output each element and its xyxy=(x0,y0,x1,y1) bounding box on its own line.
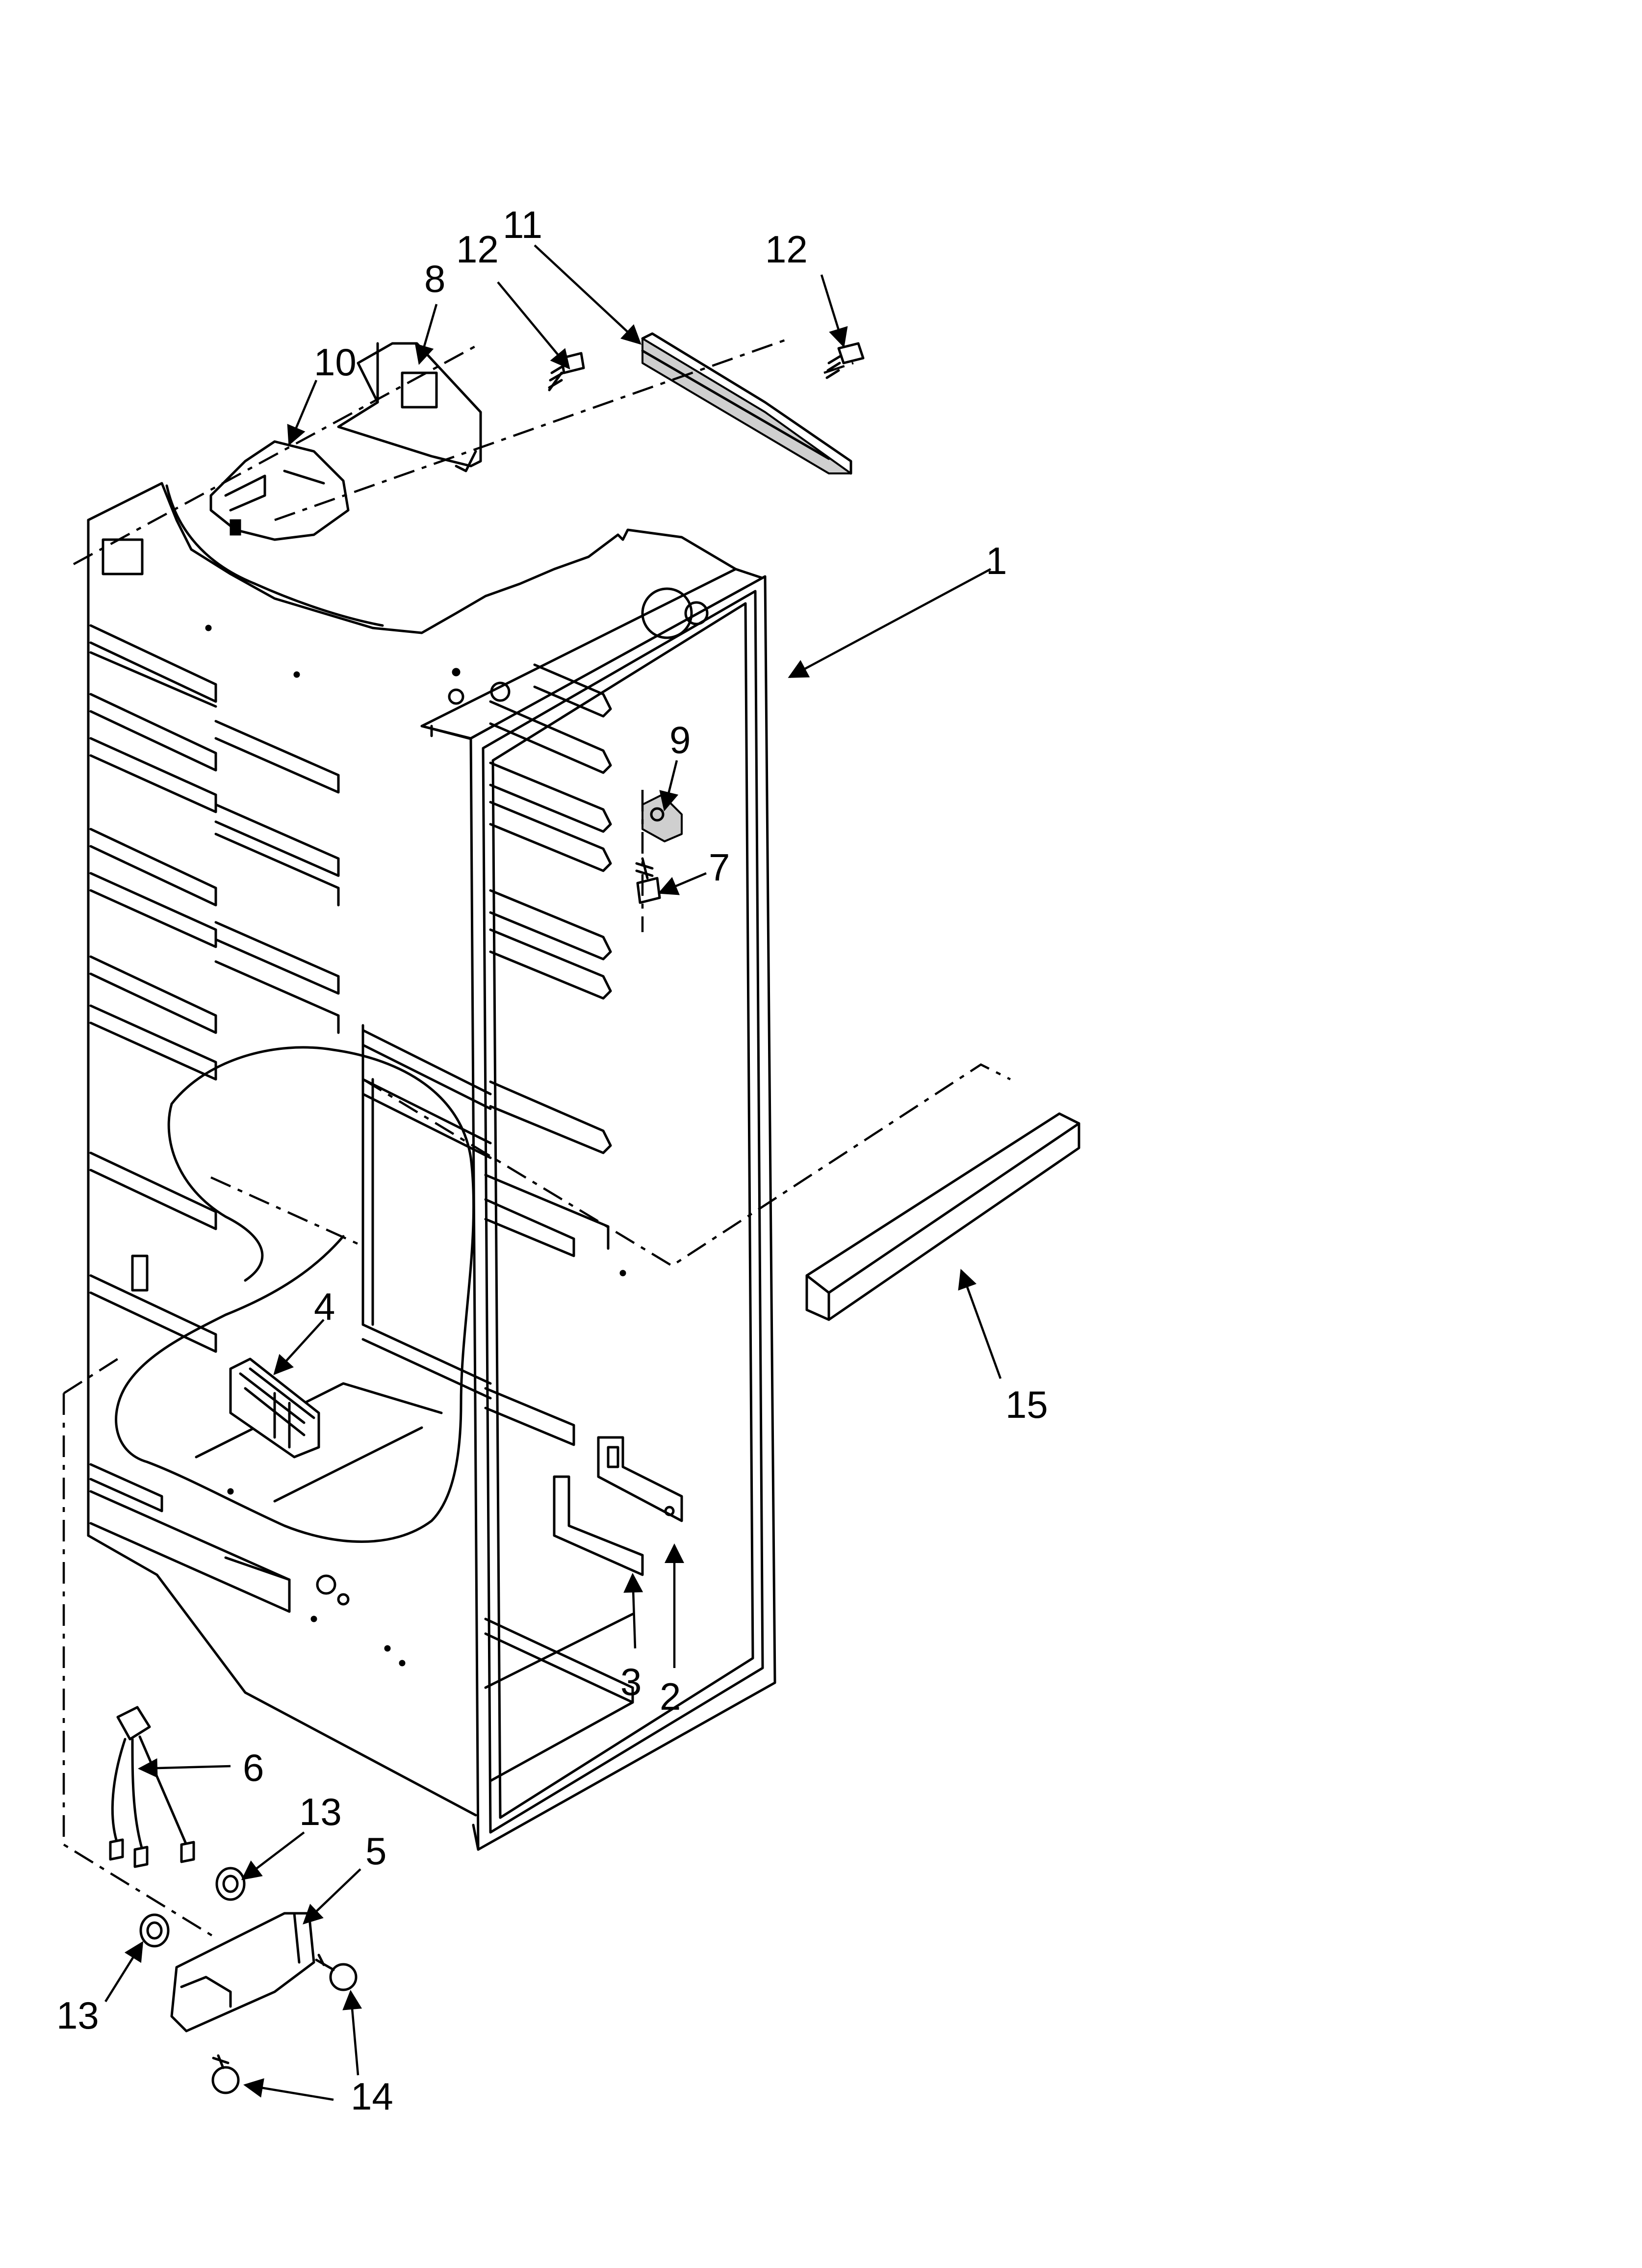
callout-6: 6 xyxy=(243,1746,264,1789)
liner-cabinet xyxy=(87,482,776,1851)
callout-9: 9 xyxy=(669,718,691,761)
part-12b-screw xyxy=(825,342,865,379)
callout-7: 7 xyxy=(709,846,730,889)
callout-1: 1 xyxy=(986,539,1007,582)
callout-3: 3 xyxy=(620,1660,641,1703)
callout-13a: 13 xyxy=(299,1790,342,1833)
callout-11: 11 xyxy=(503,203,542,246)
part-14b-fastener xyxy=(211,2054,240,2094)
part-11-top-rail xyxy=(641,332,852,475)
callout-4: 4 xyxy=(314,1285,335,1328)
callout-13b: 13 xyxy=(56,1994,99,2037)
holes xyxy=(102,538,709,1667)
leader-lines xyxy=(104,244,1002,2101)
part-13a-knob xyxy=(215,1867,246,1901)
callout-10: 10 xyxy=(314,340,357,384)
part-4-cover xyxy=(229,1357,320,1459)
part-6-harness xyxy=(109,1706,195,1868)
part-5-housing xyxy=(170,1912,315,2033)
part-8-bracket xyxy=(337,342,482,472)
callout-2: 2 xyxy=(660,1675,681,1718)
callout-14: 14 xyxy=(351,2075,393,2118)
callout-5: 5 xyxy=(365,1829,386,1873)
callout-8: 8 xyxy=(424,257,445,300)
part-10-housing xyxy=(209,440,350,541)
part-14a-fastener xyxy=(315,1954,358,1991)
callout-12a: 12 xyxy=(456,228,499,271)
part-13b-knob xyxy=(139,1913,170,1948)
callout-labels: 1 2 3 4 5 6 7 8 9 10 11 12 12 13 13 14 1… xyxy=(56,203,1048,2118)
shelf-ribs-left xyxy=(89,624,340,1613)
alignment-lines xyxy=(62,337,1011,1939)
callout-12b: 12 xyxy=(765,228,808,271)
callout-15: 15 xyxy=(1005,1383,1048,1426)
part-2-3-brackets xyxy=(553,1436,683,1576)
part-12a-screw xyxy=(548,352,585,391)
interior-rails xyxy=(361,1024,492,1400)
shelf-lugs-right xyxy=(484,663,612,1446)
part-15-plate xyxy=(805,1112,1080,1321)
